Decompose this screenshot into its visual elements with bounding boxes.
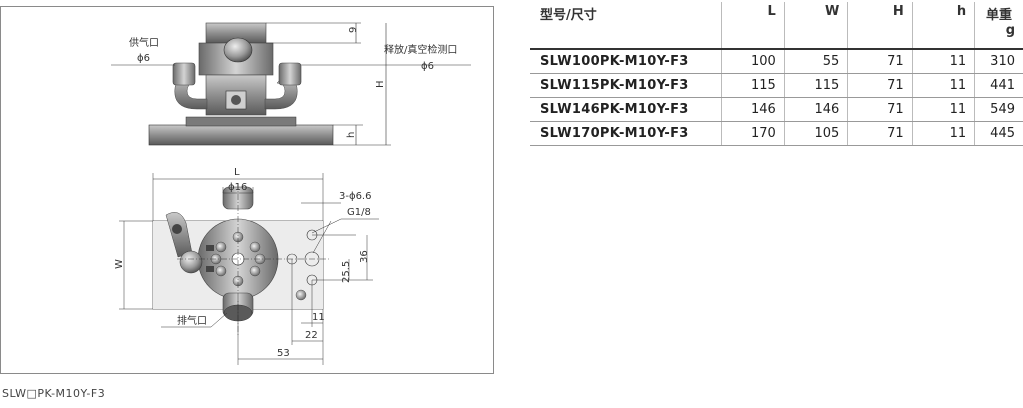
cell-model: SLW115PK-M10Y-F3 (530, 73, 722, 98)
table-row: SLW146PK-M10Y-F3 146 146 71 11 549 (530, 97, 1023, 122)
dim-11-label: 11 (312, 312, 325, 323)
cell-W: 105 (783, 121, 848, 146)
supply-fitting (172, 62, 196, 86)
pad-flange (185, 116, 297, 127)
dim-h-label: h (346, 132, 357, 138)
dim-thread-label: G1/8 (347, 207, 371, 218)
base-plate (148, 124, 334, 146)
supply-port-label: 供气口 (129, 36, 159, 49)
header-L: L (721, 2, 785, 50)
header-H: H (847, 2, 913, 50)
table-row: SLW170PK-M10Y-F3 170 105 71 11 445 (530, 121, 1023, 146)
side-fitting (179, 250, 203, 274)
cell-L: 170 (721, 121, 785, 146)
bracket-hole (172, 224, 182, 234)
model-caption: SLW□PK-M10Y-F3 (2, 387, 106, 400)
cell-H: 71 (847, 73, 913, 98)
cell-L: 115 (721, 73, 785, 98)
header-weight-line2: g (1005, 23, 1015, 38)
cell-W: 146 (783, 97, 848, 122)
cell-W: 115 (783, 73, 848, 98)
dim-22-label: 22 (305, 330, 318, 341)
dim-53-label: 53 (277, 348, 290, 359)
dim-36-label: 36 (359, 250, 370, 263)
dim-phi16-label: ϕ16 (228, 182, 247, 193)
dim-L-label: L (234, 167, 240, 178)
table-row: SLW115PK-M10Y-F3 115 115 71 11 441 (530, 73, 1023, 98)
cell-model: SLW100PK-M10Y-F3 (530, 49, 722, 74)
header-weight-line1: 单重 (986, 8, 1013, 23)
cell-weight: 445 (974, 121, 1023, 146)
cell-weight: 549 (974, 97, 1023, 122)
dim-holes-label: 3-ϕ6.6 (339, 191, 371, 202)
release-fitting (278, 62, 302, 86)
cell-weight: 310 (974, 49, 1023, 74)
cell-h: 11 (911, 97, 975, 122)
side-view (148, 22, 334, 146)
cell-H: 71 (847, 121, 913, 146)
dim-25-5-label: 25.5 (341, 261, 352, 283)
cell-H: 71 (847, 97, 913, 122)
top-knob (223, 37, 253, 63)
header-W: W (783, 2, 848, 50)
header-weight: 单重 g (974, 2, 1023, 50)
center-port-hole (231, 95, 241, 105)
cell-h: 11 (911, 121, 975, 146)
cell-W: 55 (783, 49, 848, 74)
cell-L: 146 (721, 97, 785, 122)
cell-h: 11 (911, 49, 975, 74)
dimension-drawing-frame: 9 H h 供气口 ϕ6 释放/真空检测口 ϕ6 (0, 6, 494, 374)
exhaust-port-label: 排气口 (177, 314, 207, 327)
spec-table: 型号/尺寸 L W H h 单重 g SLW100PK-M10Y-F3 100 … (530, 2, 1023, 146)
supply-port-size: ϕ6 (137, 53, 150, 64)
table-row: SLW100PK-M10Y-F3 100 55 71 11 310 (530, 49, 1023, 74)
release-port-label: 释放/真空检测口 (384, 43, 457, 56)
header-h: h (911, 2, 975, 50)
table-header-row: 型号/尺寸 L W H h 单重 g (530, 2, 1023, 50)
dimension-drawing: 9 H h 供气口 ϕ6 释放/真空检测口 ϕ6 (111, 22, 471, 365)
thread-port (304, 251, 320, 267)
cell-L: 100 (721, 49, 785, 74)
cell-model: SLW146PK-M10Y-F3 (530, 97, 722, 122)
dim-H-label: H (375, 80, 386, 88)
cell-model: SLW170PK-M10Y-F3 (530, 121, 722, 146)
top-dimension-lines (119, 173, 379, 365)
header-model: 型号/尺寸 (530, 2, 722, 50)
cell-weight: 441 (974, 73, 1023, 98)
bracket (165, 212, 193, 258)
side-dimension-lines (111, 22, 471, 146)
dim-9-label: 9 (348, 27, 359, 33)
cell-H: 71 (847, 49, 913, 74)
release-port-size: ϕ6 (421, 61, 434, 72)
cell-h: 11 (911, 73, 975, 98)
dim-W-label: W (114, 259, 125, 269)
